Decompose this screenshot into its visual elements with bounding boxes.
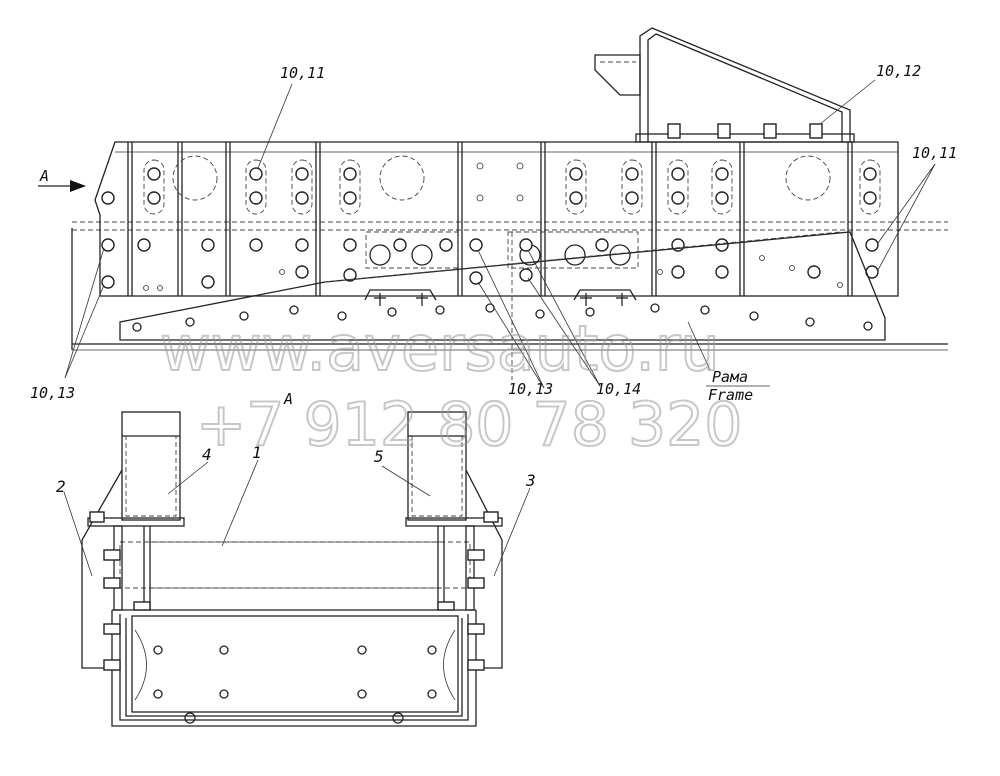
label-frame-en: Frame bbox=[708, 386, 753, 404]
top-bracket bbox=[594, 27, 855, 143]
watermark-site: www.aversauto.ru bbox=[160, 312, 720, 385]
part-2-label: 2 bbox=[56, 477, 66, 496]
watermark-phone: +7 912 80 78 320 bbox=[196, 390, 742, 460]
part-5-label: 5 bbox=[374, 447, 384, 466]
lower-bolts bbox=[101, 238, 879, 291]
upper-bolt-slots bbox=[143, 159, 881, 215]
side-view-assembly: A 10,11 10,12 10,11 10,13 10,13 10,14 Ра… bbox=[30, 27, 957, 404]
label-10-13-left: 10,13 bbox=[30, 384, 75, 402]
section-view-label: A bbox=[283, 390, 293, 408]
label-frame-ru: Рама bbox=[712, 368, 748, 386]
view-a-arrow: A bbox=[38, 167, 86, 192]
main-plate-outline bbox=[94, 141, 899, 297]
label-10-11-right: 10,11 bbox=[912, 144, 957, 162]
section-bolts bbox=[89, 511, 499, 671]
part-4-label: 4 bbox=[202, 445, 212, 464]
gusset-holes bbox=[132, 303, 873, 332]
bracket-bolts bbox=[667, 123, 823, 139]
label-10-12: 10,12 bbox=[876, 62, 921, 80]
label-10-11-top: 10,11 bbox=[280, 64, 325, 82]
label-10-13-mid: 10,13 bbox=[508, 380, 553, 398]
leader-lines bbox=[64, 79, 936, 389]
label-10-14: 10,14 bbox=[596, 380, 641, 398]
stiffener-ribs bbox=[127, 142, 853, 296]
upper-bolts bbox=[101, 162, 877, 205]
part-1-label: 1 bbox=[252, 443, 262, 462]
bolt-icon bbox=[101, 191, 115, 205]
channel-holes bbox=[153, 645, 437, 724]
view-arrow-label: A bbox=[39, 167, 49, 185]
watermark: www.aversauto.ru +7 912 80 78 320 bbox=[159, 311, 743, 461]
section-a-view: A bbox=[56, 390, 536, 727]
part-3-label: 3 bbox=[525, 471, 536, 490]
lightening-holes bbox=[172, 155, 831, 269]
